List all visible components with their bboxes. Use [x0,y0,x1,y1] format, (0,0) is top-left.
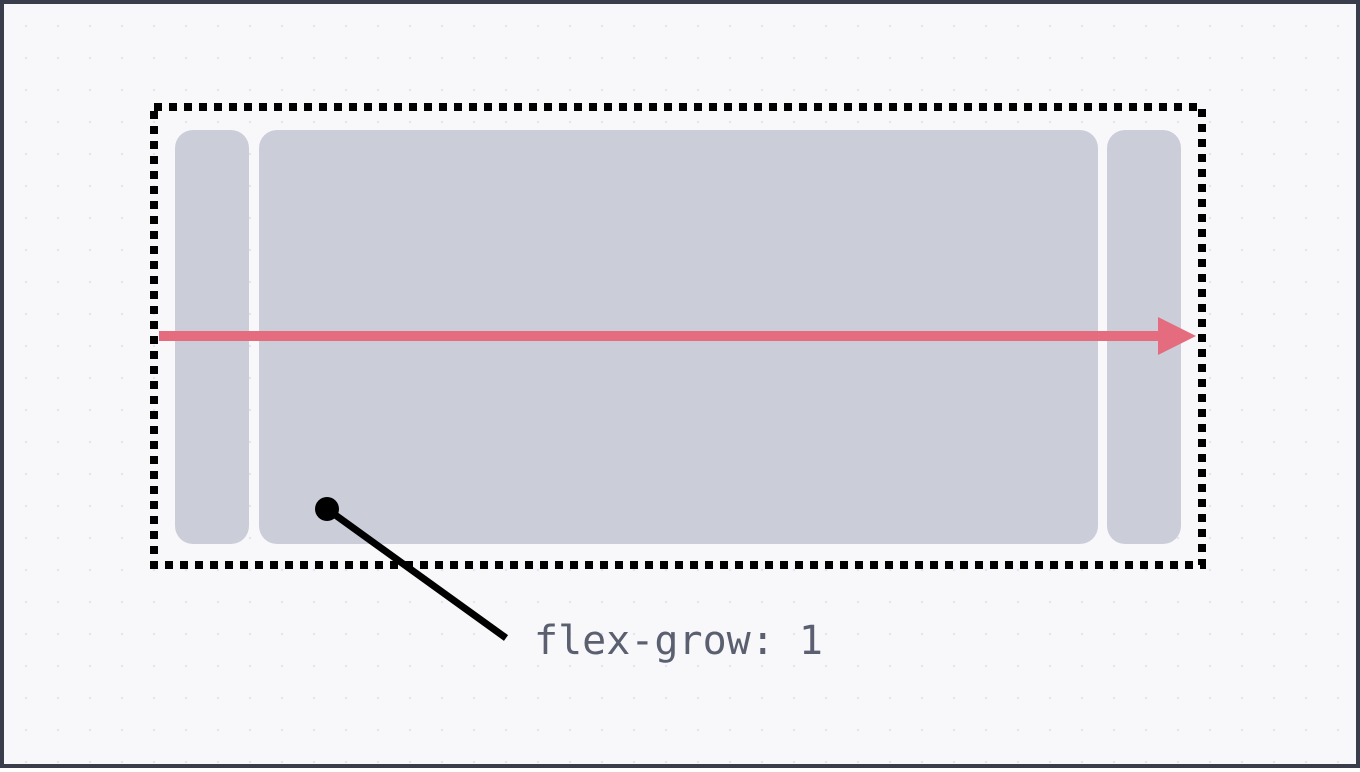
leader-line [315,497,509,641]
leader-dot-icon [315,497,339,521]
flex-grow-caption: flex-grow: 1 [534,618,823,664]
flex-container-outline [150,103,1206,569]
flexbox-diagram [150,103,1206,641]
main-axis-arrow-icon [159,317,1196,355]
